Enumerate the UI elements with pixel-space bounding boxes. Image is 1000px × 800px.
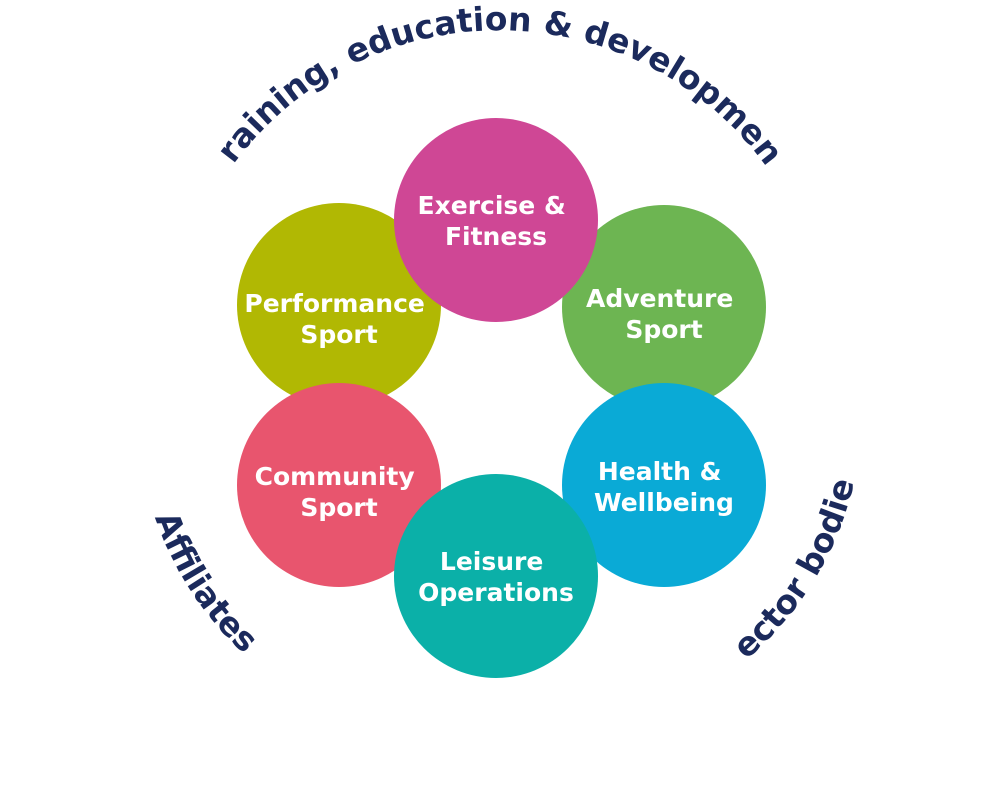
segment-community-line-1: Community <box>255 462 415 491</box>
segment-exercise-label: Exercise & Fitness <box>418 191 575 251</box>
segment-leisure-circle <box>394 474 598 678</box>
segment-exercise: Exercise & Fitness <box>394 118 598 322</box>
segment-adventure-label: Adventure Sport <box>586 284 742 344</box>
segment-exercise-line-1: Exercise & <box>418 191 566 220</box>
segment-health-line-1: Health & <box>598 457 722 486</box>
arc-label-top: Training, education & development <box>0 0 791 172</box>
segment-performance: Performance Sport <box>237 203 441 407</box>
segment-performance-label: Performance Sport <box>244 289 433 349</box>
segment-performance-circle <box>237 203 441 407</box>
segment-leisure-line-2: Operations <box>418 578 574 607</box>
segment-community-label: Community Sport <box>255 462 424 522</box>
segment-leisure-label: Leisure Operations <box>418 547 574 607</box>
segment-adventure: Adventure Sport <box>562 205 766 409</box>
segment-exercise-circle <box>394 118 598 322</box>
segment-leisure-line-1: Leisure <box>440 547 543 576</box>
segment-health: Health & Wellbeing <box>562 383 766 587</box>
segment-health-circle <box>562 383 766 587</box>
segment-adventure-circle <box>562 205 766 409</box>
segment-health-label: Health & Wellbeing <box>594 457 734 517</box>
segment-adventure-line-2: Sport <box>625 315 702 344</box>
segment-community: Community Sport <box>237 383 441 587</box>
segment-exercise-line-2: Fitness <box>445 222 547 251</box>
segment-adventure-line-1: Adventure <box>586 284 733 313</box>
arc-label-top-text: Training, education & development <box>0 0 791 172</box>
segment-health-line-2: Wellbeing <box>594 488 734 517</box>
segment-performance-line-1: Performance <box>244 289 424 318</box>
segment-leisure: Leisure Operations <box>394 474 598 678</box>
segment-community-line-2: Sport <box>300 493 377 522</box>
segment-community-circle <box>237 383 441 587</box>
segment-performance-line-2: Sport <box>300 320 377 349</box>
